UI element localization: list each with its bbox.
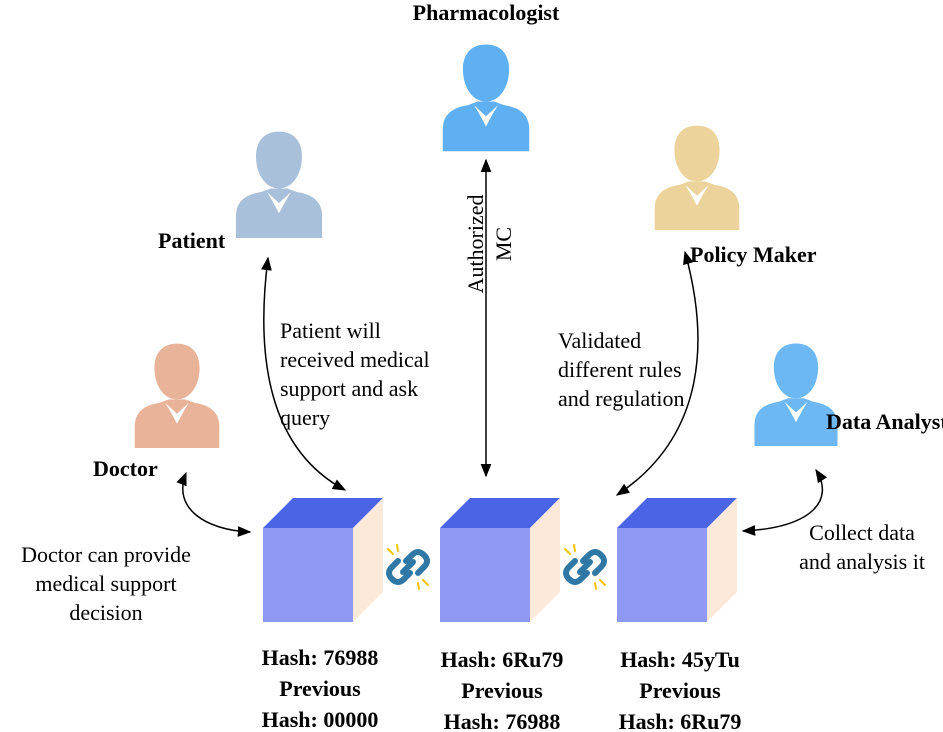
block-previous-hash: Hash: 6Ru79 <box>618 709 742 732</box>
doctor-person-icon <box>134 343 220 448</box>
validated-note-line: Validated <box>558 328 642 353</box>
block-previous-hash: Hash: 00000 <box>261 707 379 732</box>
analyst-note-line: and analysis it <box>799 549 925 574</box>
arrow-patient-block <box>261 256 347 491</box>
doctor-label: Doctor <box>93 456 158 481</box>
pharmacologist-label: Pharmacologist <box>412 0 560 25</box>
validated-note-line: different rules <box>558 357 682 382</box>
policy-maker-label-line: Maker <box>752 242 817 267</box>
patient-note-line: query <box>280 405 331 430</box>
doctor-note: Doctor can provide medical support decis… <box>0 540 212 627</box>
arrow-policy-block <box>615 250 699 496</box>
doctor-note-line: medical support <box>35 571 177 596</box>
arrow-analyst-block <box>741 468 828 536</box>
block-1-cube-icon <box>263 498 383 622</box>
block-hash: Hash: 6Ru79 <box>440 647 564 672</box>
data-analyst-label-line: Data <box>826 409 872 434</box>
block-previous-label: Previous <box>639 678 721 703</box>
block-hash: Hash: 76988 <box>261 645 379 670</box>
policy-maker-label-line: Policy <box>690 242 748 267</box>
block-3-hash-label: Hash: 45yTu Previous Hash: 6Ru79 <box>600 644 760 732</box>
validated-note: Validated different rules and regulation <box>558 326 684 413</box>
data-analyst-label: Data Analyst <box>826 407 943 436</box>
patient-note: Patient will received medical support an… <box>280 316 430 432</box>
block-2-cube-icon <box>440 498 560 622</box>
pharmacologist-person-icon <box>442 44 530 152</box>
data-analyst-person-icon <box>754 343 838 446</box>
arrow-doctor-block <box>176 471 252 537</box>
block-previous-label: Previous <box>279 676 361 701</box>
analyst-note: Collect data and analysis it <box>782 518 942 576</box>
doctor-note-line: Doctor can provide <box>21 542 191 567</box>
block-2-hash-label: Hash: 6Ru79 Previous Hash: 76988 <box>422 644 582 732</box>
patient-person-icon <box>235 131 323 238</box>
patient-note-line: Patient will <box>280 318 381 343</box>
block-previous-label: Previous <box>461 678 543 703</box>
block-previous-hash: Hash: 76988 <box>443 709 561 732</box>
patient-note-line: support and ask <box>280 376 419 401</box>
block-hash: Hash: 45yTu <box>620 647 740 672</box>
patient-label: Patient <box>158 228 226 253</box>
policy-maker-person-icon <box>654 125 740 230</box>
validated-note-line: and regulation <box>558 386 685 411</box>
data-analyst-label-line: Analyst <box>875 409 943 434</box>
authorized-mc-line: Authorized <box>463 194 488 294</box>
block-1-hash-label: Hash: 76988 Previous Hash: 00000 <box>240 642 400 732</box>
policy-maker-label: Policy Maker <box>690 240 816 269</box>
analyst-note-line: Collect data <box>809 520 915 545</box>
authorized-mc-label: Authorized MC <box>462 195 518 294</box>
chain-link-icon <box>563 544 607 590</box>
chain-link-icon <box>386 544 430 590</box>
authorized-mc-line: MC <box>491 226 516 262</box>
block-3-cube-icon <box>617 498 737 622</box>
doctor-note-line: decision <box>69 600 143 625</box>
patient-note-line: received medical <box>280 347 430 372</box>
